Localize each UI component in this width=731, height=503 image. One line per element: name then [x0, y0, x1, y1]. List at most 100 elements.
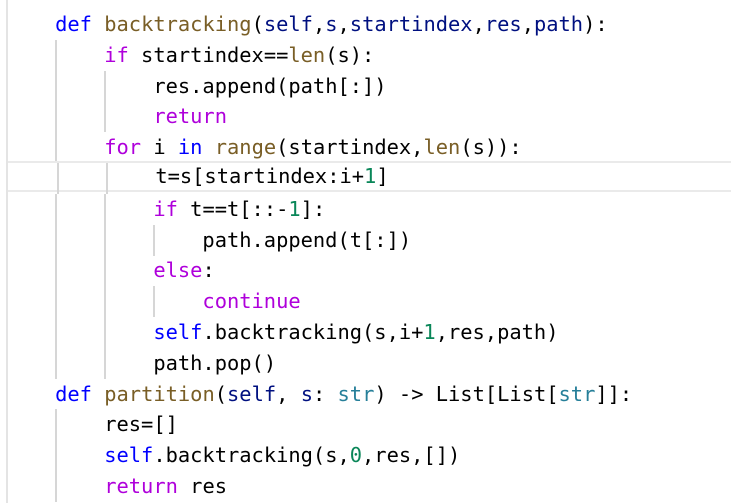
- indent-guide: [104, 193, 107, 225]
- indent-guide: [55, 409, 58, 441]
- code-token-plain: (: [214, 381, 228, 406]
- code-token-ctrl: continue: [202, 289, 301, 314]
- indent-guide: [104, 347, 107, 379]
- code-line[interactable]: def partition(self, s: str) -> List[List…: [6, 379, 731, 410]
- code-token-param: res: [484, 12, 522, 36]
- indent-space: [6, 351, 153, 375]
- code-token-plain: (startindex,: [276, 135, 424, 160]
- indent-guide: [104, 70, 107, 102]
- code-token-plain: (s)):: [460, 135, 522, 160]
- indent-space: [6, 320, 153, 344]
- indent-guide: [55, 132, 58, 164]
- code-token-fn: backtracking: [104, 12, 252, 36]
- code-token-plain: .backtracking(s,i+: [202, 320, 424, 344]
- indent-guide: [55, 255, 58, 287]
- code-token-ctrl: return: [104, 474, 178, 498]
- code-token-ctrl: if: [104, 42, 129, 67]
- code-line[interactable]: return res: [6, 471, 731, 502]
- code-token-param: path: [533, 12, 584, 36]
- code-line[interactable]: continue: [6, 286, 731, 318]
- indent-guide: [57, 163, 60, 194]
- code-token-kw: self: [153, 320, 203, 344]
- code-token-fn: partition: [104, 381, 215, 406]
- code-token-ctrl: return: [153, 104, 227, 129]
- code-line[interactable]: path.append(t[:]): [6, 224, 731, 256]
- code-token-plain: :: [312, 381, 338, 406]
- indent-guide: [55, 440, 58, 472]
- indent-space: [6, 197, 153, 221]
- code-token-plain: ,res,[]): [362, 443, 461, 468]
- indent-guide: [55, 347, 58, 379]
- code-line[interactable]: def backtracking(self,s,startindex,res,p…: [6, 9, 731, 40]
- code-line[interactable]: if t==t[::-1]:: [6, 193, 731, 225]
- code-token-plain: ) -> List[List[: [374, 381, 559, 406]
- code-token-fn: range: [214, 135, 277, 160]
- indent-guide: [55, 101, 58, 133]
- code-token-kw: self: [104, 443, 154, 468]
- code-token-num: 0: [349, 443, 363, 468]
- code-token-plain: ]]:: [595, 381, 633, 406]
- code-token-plain: [92, 382, 104, 406]
- indent-guide: [104, 317, 107, 348]
- indent-guide: [55, 471, 58, 502]
- code-token-plain: res: [177, 474, 227, 498]
- code-line[interactable]: t=s[startindex:i+1]: [8, 161, 731, 194]
- indent-space: [6, 12, 55, 36]
- code-token-kw: def: [55, 381, 92, 406]
- code-token-plain: ,: [276, 381, 301, 406]
- indent-guide: [104, 286, 107, 318]
- code-token-kw: in: [177, 135, 203, 160]
- indent-guide: [106, 163, 109, 194]
- indent-guide: [55, 317, 58, 348]
- code-token-plain: path.pop(): [153, 350, 277, 375]
- code-line[interactable]: else:: [6, 255, 731, 287]
- code-token-ctrl: else: [153, 258, 203, 283]
- code-line[interactable]: self.backtracking(s,i+1,res,path): [6, 317, 731, 348]
- code-token-plain: (s):: [325, 42, 375, 67]
- code-token-param: self: [263, 12, 313, 36]
- code-token-ctrl: if: [153, 196, 178, 221]
- code-token-plain: ]: [376, 164, 389, 188]
- code-token-plain: t==t[::-: [177, 196, 289, 221]
- indent-guide: [55, 39, 58, 71]
- code-token-fn: len: [423, 135, 461, 160]
- code-token-plain: i: [141, 135, 178, 160]
- code-token-plain: ]:: [300, 196, 326, 221]
- code-line[interactable]: return: [6, 101, 731, 133]
- code-line[interactable]: if startindex==len(s):: [6, 39, 731, 71]
- code-token-num: 1: [364, 164, 377, 188]
- code-token-ctrl: for: [104, 135, 142, 160]
- indent-guide: [104, 224, 107, 256]
- indent-space: [8, 164, 155, 188]
- code-line[interactable]: res=[]: [6, 409, 731, 441]
- code-line[interactable]: self.backtracking(s,0,res,[]): [6, 440, 731, 472]
- code-token-plain: :: [202, 258, 215, 283]
- code-token-plain: ,: [337, 12, 350, 36]
- code-token-num: 1: [423, 320, 436, 344]
- code-token-plain: .backtracking(s,: [153, 443, 350, 468]
- indent-guide: [104, 101, 107, 133]
- code-token-kw: def: [55, 12, 92, 36]
- code-token-param: startindex: [349, 12, 473, 36]
- code-token-plain: t=s[startindex:i+: [155, 164, 365, 188]
- indent-space: [6, 258, 153, 282]
- code-line[interactable]: res.append(path[:]): [6, 70, 731, 102]
- indent-guide: [153, 286, 156, 318]
- indent-space: [6, 104, 153, 128]
- indent-guide: [55, 224, 58, 256]
- code-line[interactable]: path.pop(): [6, 347, 731, 379]
- code-token-plain: ,: [472, 12, 485, 36]
- indent-guide: [153, 224, 156, 256]
- indent-space: [6, 74, 153, 98]
- code-token-plain: ,: [521, 12, 534, 36]
- code-token-plain: res=[]: [104, 412, 178, 437]
- indent-guide: [104, 255, 107, 287]
- code-token-plain: ,res,path): [435, 320, 559, 344]
- indent-space: [6, 382, 55, 406]
- indent-guide: [55, 193, 58, 225]
- code-token-type: str: [337, 381, 375, 406]
- code-line[interactable]: for i in range(startindex,len(s)):: [6, 132, 731, 164]
- code-token-plain: res.append(path[:]): [153, 73, 387, 98]
- editor-left-border: [6, 0, 8, 503]
